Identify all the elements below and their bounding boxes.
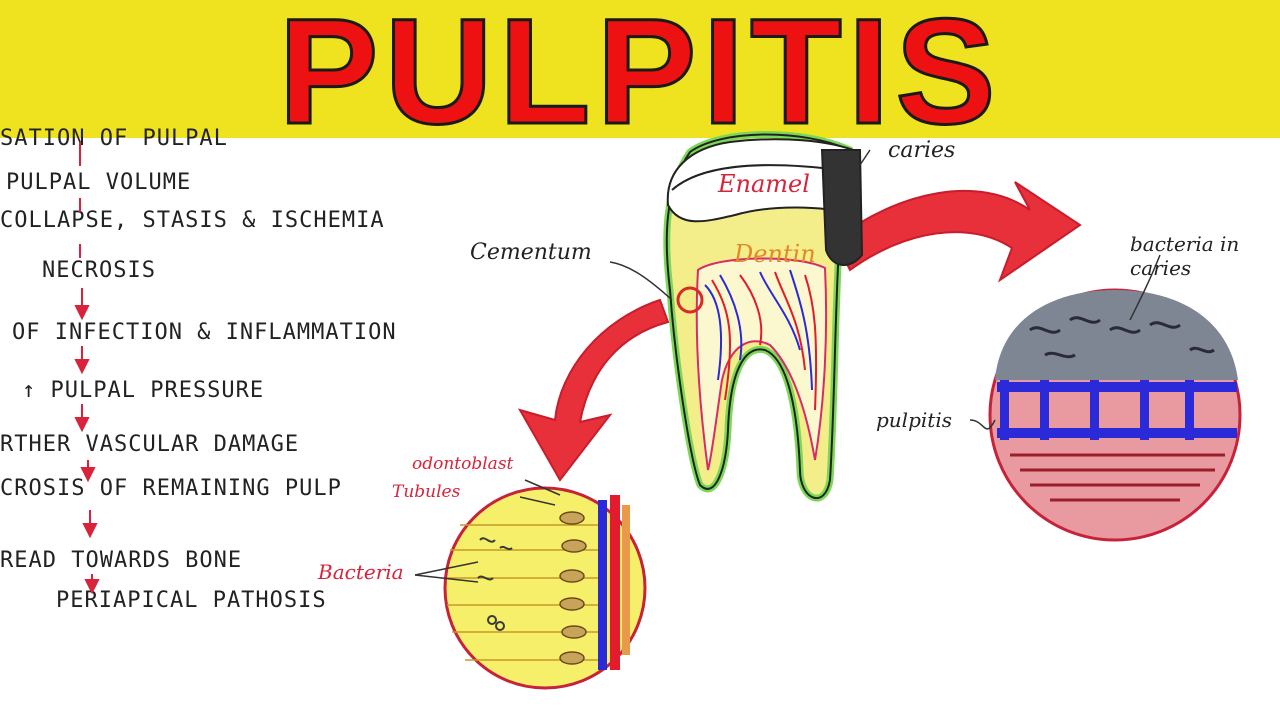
pathogenesis-flow: SATION OF PULPAL PULPAL VOLUME COLLAPSE,… [0,126,460,638]
tubules-label: Tubules [392,482,461,502]
flow-step: PULPAL VOLUME [6,170,192,195]
flow-step: OF INFECTION & INFLAMMATION [12,320,397,345]
flow-step: RTHER VASCULAR DAMAGE [0,432,300,457]
pulp-zoom-circle [988,288,1242,542]
caries-lesion [820,149,864,266]
arrow-to-pulp-zoom [833,181,1082,283]
title-banner: PULPITIS [0,0,1280,148]
flow-step: NECROSIS [42,258,156,283]
arrow-to-dentin-zoom [517,298,670,482]
pulpitis-label: pulpitis [876,408,952,432]
flow-step: COLLAPSE, STASIS & ISCHEMIA [0,208,385,233]
dentin-zoom-circle [443,486,647,690]
pulp-chamber [695,257,828,471]
flow-step: ↑ PULPAL PRESSURE [22,378,265,403]
bacteria-label: Bacteria [318,560,404,584]
flow-step: PERIAPICAL PATHOSIS [56,588,327,613]
page-title: PULPITIS [277,0,1002,155]
enamel-label: Enamel [718,170,810,198]
flow-step: READ TOWARDS BONE [0,548,243,573]
flow-arrows [74,142,100,595]
flow-step: SATION OF PULPAL [0,126,228,151]
flow-step: CROSIS OF REMAINING PULP [0,476,342,501]
caries-label: caries [888,138,956,163]
odontoblast-label: odontoblast [412,454,514,474]
cementum-label: Cementum [470,240,592,265]
bacteria-in-caries-label: bacteria in caries [1130,232,1240,280]
dentin-label: Dentin [734,240,816,268]
